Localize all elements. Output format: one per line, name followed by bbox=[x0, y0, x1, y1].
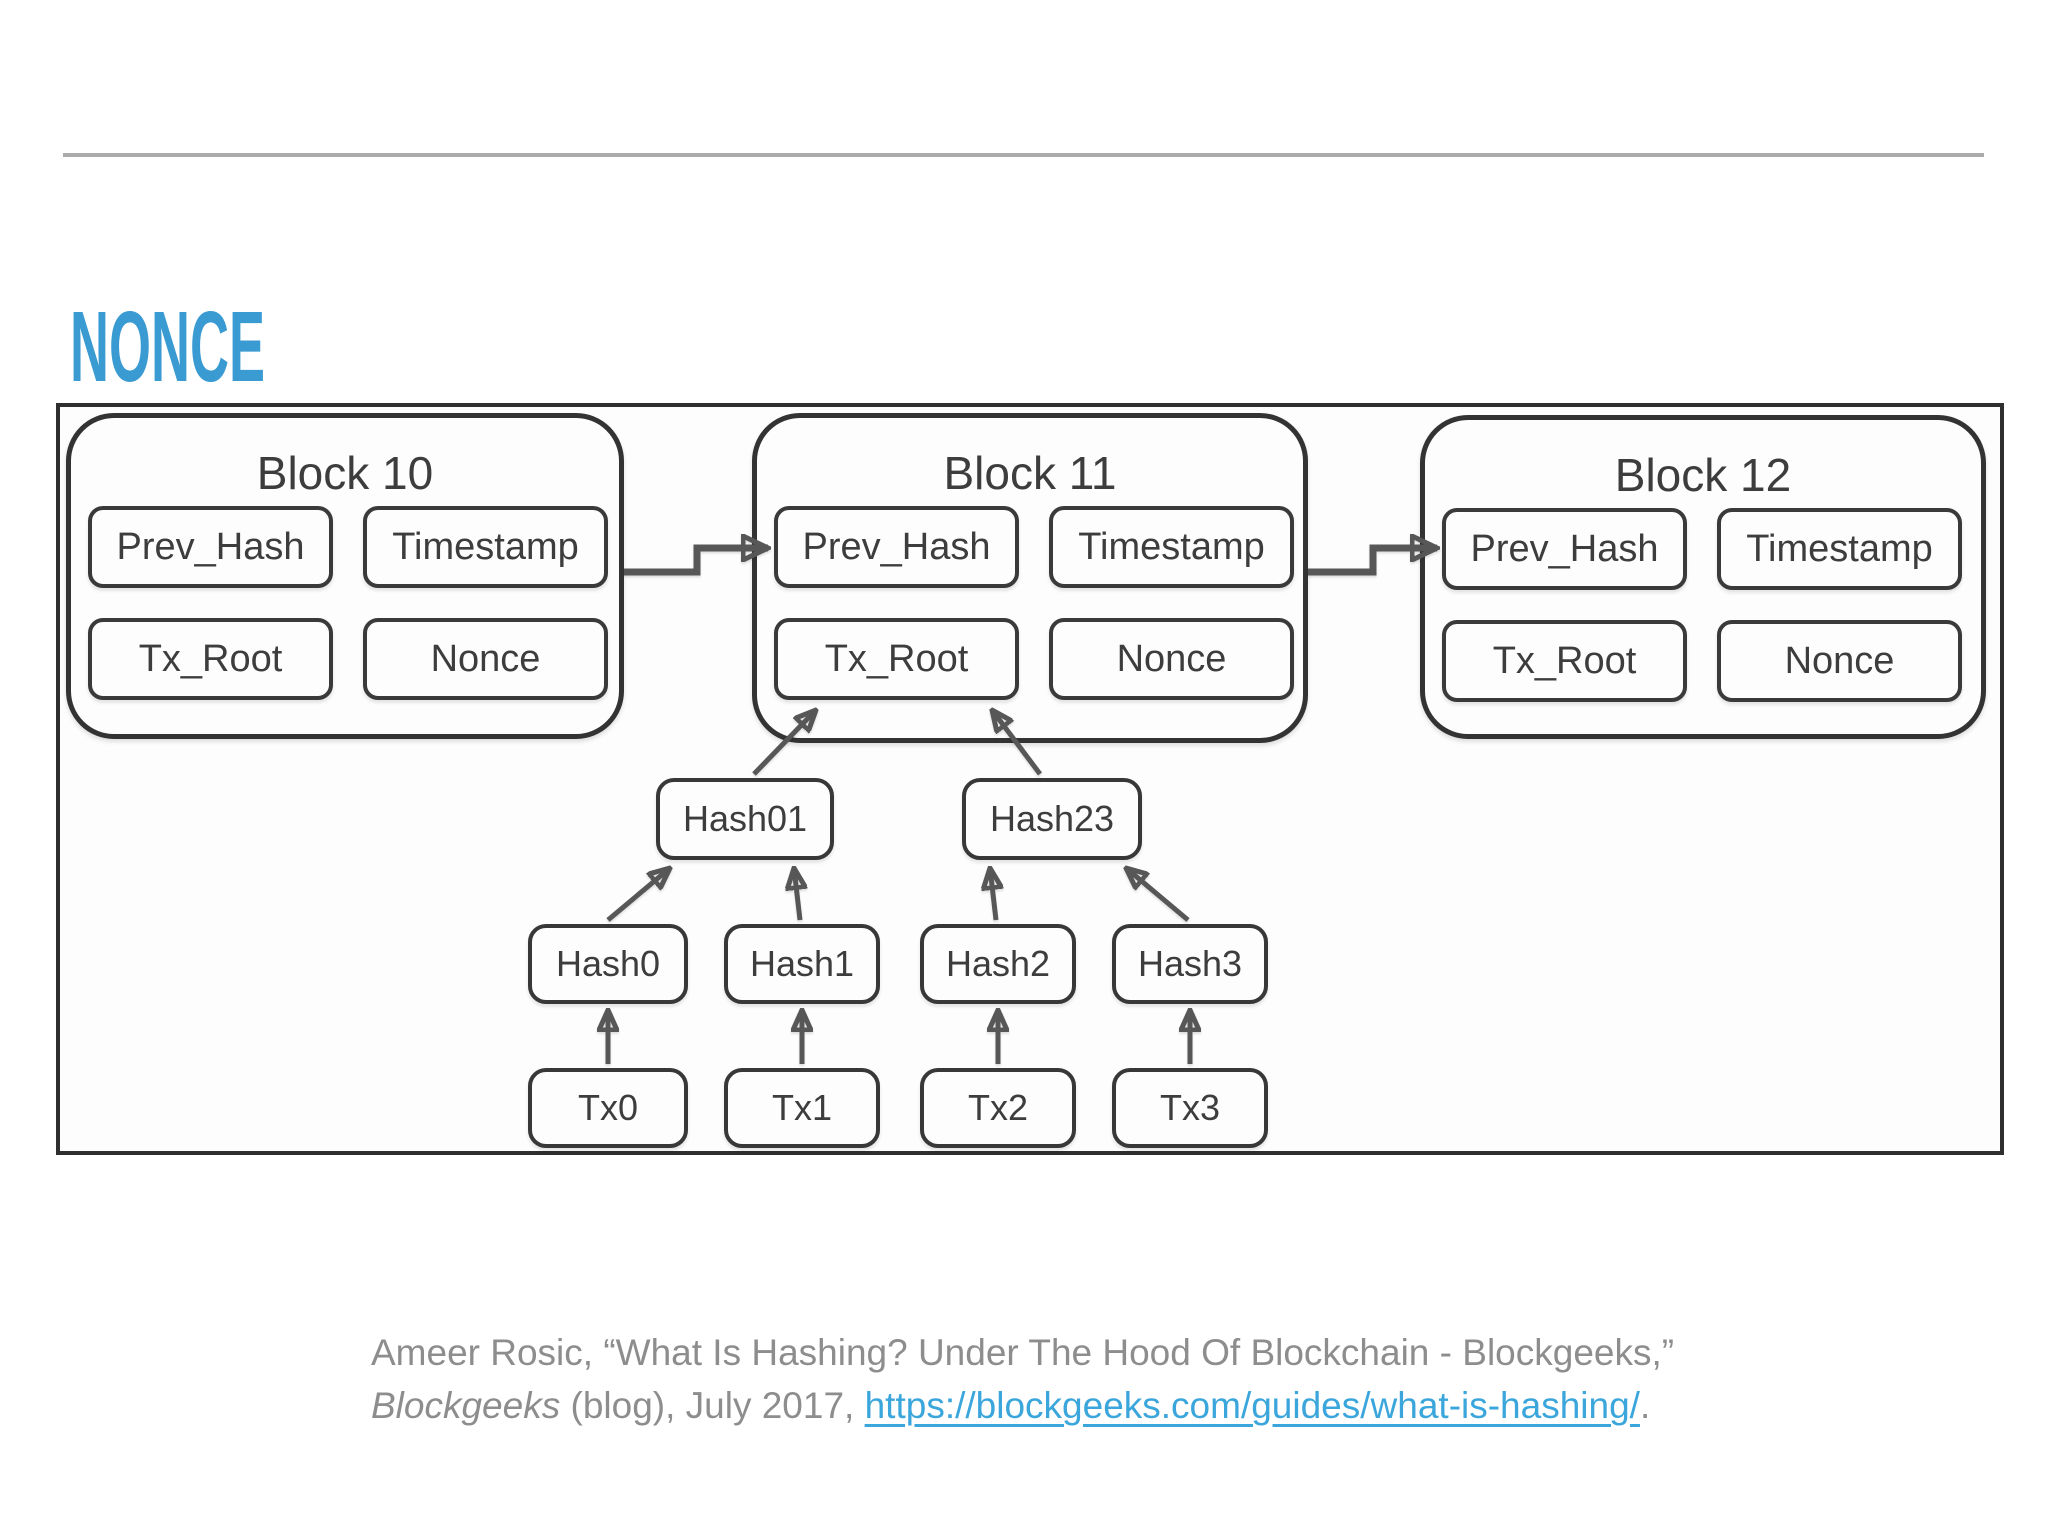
title-divider bbox=[63, 153, 1984, 157]
block-12: Block 12 Prev_Hash Timestamp Tx_Root Non… bbox=[1420, 415, 1986, 739]
arrow-hash3-hash23 bbox=[1126, 868, 1190, 922]
field-prev-hash: Prev_Hash bbox=[88, 506, 333, 588]
merkle-node-hash3: Hash3 bbox=[1112, 924, 1268, 1004]
field-tx-root: Tx_Root bbox=[1442, 620, 1687, 702]
field-timestamp: Timestamp bbox=[1049, 506, 1294, 588]
citation: Ameer Rosic, “What Is Hashing? Under The… bbox=[371, 1326, 1674, 1432]
field-nonce: Nonce bbox=[1049, 618, 1294, 700]
arrow-hash1-hash01 bbox=[794, 868, 800, 921]
page-title: NONCE bbox=[70, 291, 266, 403]
field-tx-root: Tx_Root bbox=[774, 618, 1019, 700]
field-timestamp: Timestamp bbox=[363, 506, 608, 588]
merkle-node-hash23: Hash23 bbox=[962, 778, 1142, 860]
merkle-node-hash2: Hash2 bbox=[920, 924, 1076, 1004]
citation-line2-end: . bbox=[1639, 1385, 1651, 1426]
merkle-leaf-tx0: Tx0 bbox=[528, 1068, 688, 1148]
block-11: Block 11 Prev_Hash Timestamp Tx_Root Non… bbox=[752, 413, 1308, 743]
citation-source: Blockgeeks bbox=[371, 1385, 561, 1426]
citation-link[interactable]: https://blockgeeks.com/guides/what-is-ha… bbox=[864, 1385, 1640, 1426]
citation-line1: Ameer Rosic, “What Is Hashing? Under The… bbox=[371, 1332, 1675, 1373]
merkle-node-hash1: Hash1 bbox=[724, 924, 880, 1004]
connector-block10-block11 bbox=[624, 548, 768, 576]
field-nonce: Nonce bbox=[1717, 620, 1962, 702]
field-prev-hash: Prev_Hash bbox=[774, 506, 1019, 588]
block-10: Block 10 Prev_Hash Timestamp Tx_Root Non… bbox=[66, 413, 624, 739]
field-nonce: Nonce bbox=[363, 618, 608, 700]
merkle-leaf-tx3: Tx3 bbox=[1112, 1068, 1268, 1148]
merkle-leaf-tx1: Tx1 bbox=[724, 1068, 880, 1148]
merkle-leaf-tx2: Tx2 bbox=[920, 1068, 1076, 1148]
field-prev-hash: Prev_Hash bbox=[1442, 508, 1687, 590]
block-title: Block 11 bbox=[943, 447, 1117, 499]
citation-line2-middle: (blog), July 2017, bbox=[560, 1385, 865, 1426]
block-title: Block 10 bbox=[256, 447, 434, 499]
blockchain-diagram-figure: Block 10 Prev_Hash Timestamp Tx_Root Non… bbox=[56, 403, 2004, 1155]
merkle-node-hash01: Hash01 bbox=[656, 778, 834, 860]
block-title: Block 12 bbox=[1614, 449, 1792, 501]
field-timestamp: Timestamp bbox=[1717, 508, 1962, 590]
connector-block11-block12 bbox=[1308, 548, 1437, 576]
arrow-hash0-hash01 bbox=[606, 868, 670, 922]
field-tx-root: Tx_Root bbox=[88, 618, 333, 700]
arrow-hash2-hash23 bbox=[990, 868, 996, 921]
merkle-node-hash0: Hash0 bbox=[528, 924, 688, 1004]
